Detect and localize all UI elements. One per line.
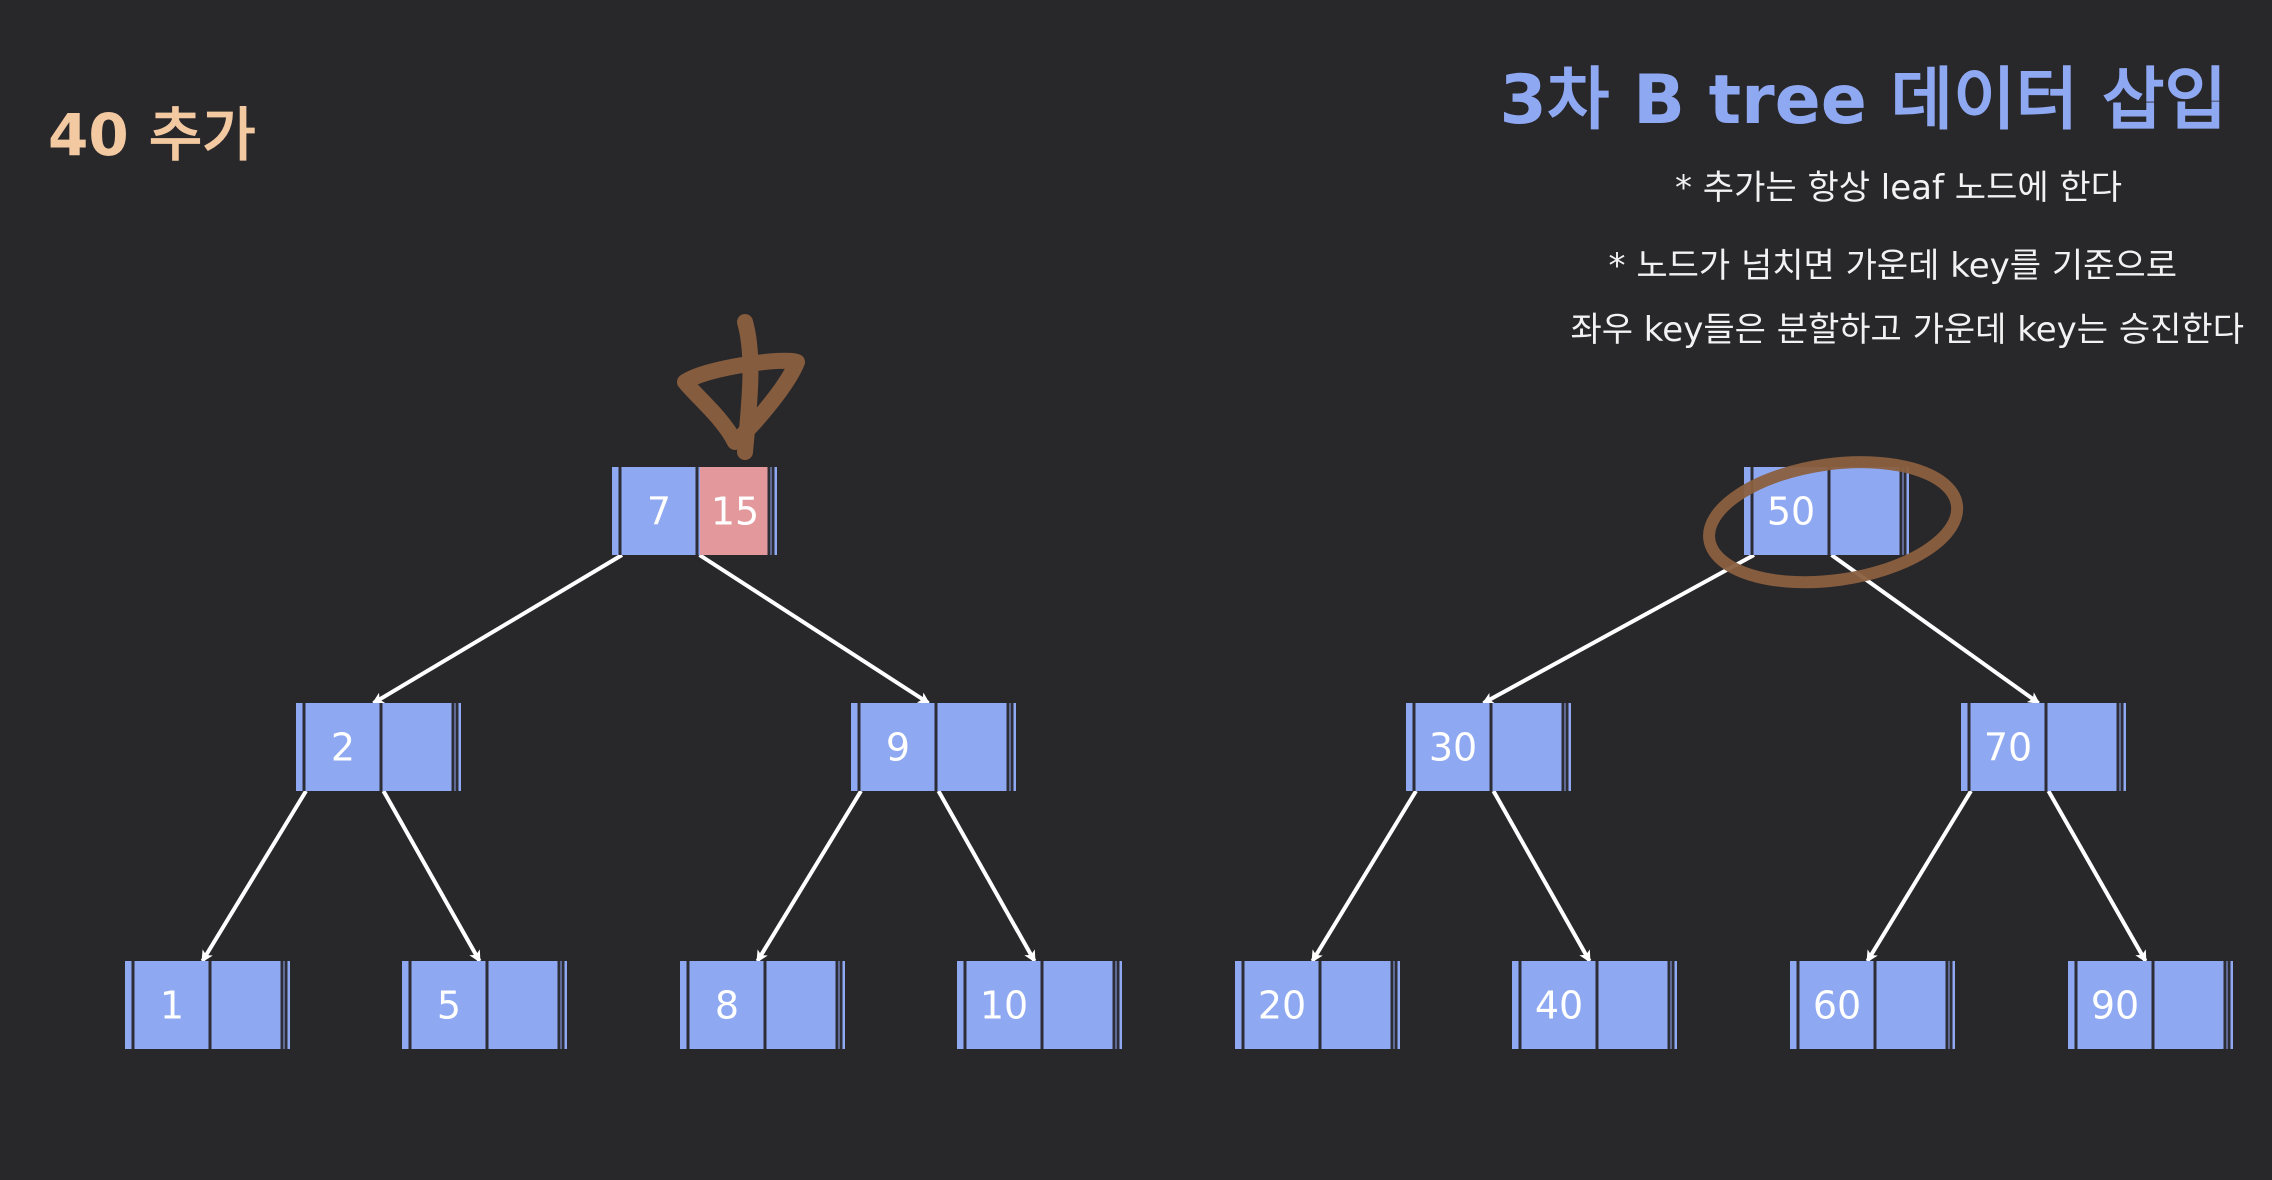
- node-key-cell: [969, 961, 1039, 1049]
- tree-node: 8: [680, 961, 845, 1049]
- page-title: 3차 B tree 데이터 삽입: [1499, 61, 2227, 140]
- node-key-cell: [1323, 961, 1393, 1049]
- circle-annotation: [1703, 456, 1964, 589]
- tree-edge: [698, 553, 931, 705]
- tree-edge: [936, 790, 1037, 963]
- node-key-label: 5: [437, 984, 461, 1028]
- node-key-label: 8: [715, 984, 739, 1028]
- node-key-label: 2: [331, 726, 355, 770]
- node-key-cell: [1524, 961, 1594, 1049]
- tree-node: 70: [1961, 703, 2126, 791]
- tree-node: 90: [2068, 961, 2233, 1049]
- node-key-cell: [308, 703, 378, 791]
- node-key-cell: [1494, 703, 1564, 791]
- node-key-cell: [2049, 703, 2119, 791]
- tree-node: 2: [296, 703, 461, 791]
- node-key-cell: [939, 703, 1009, 791]
- tree-edge: [1481, 553, 1755, 705]
- node-key-cell: [1832, 467, 1902, 555]
- rule-leaf-insert: * 추가는 항상 leaf 노드에 한다: [1674, 168, 2122, 208]
- tree-node: 9: [851, 703, 1016, 791]
- node-key-cell: [1802, 961, 1872, 1049]
- tree-edge: [371, 553, 624, 705]
- node-key-cell: [490, 961, 560, 1049]
- node-key-cell: [692, 961, 762, 1049]
- node-key-label: 20: [1258, 984, 1306, 1028]
- node-key-cell: [137, 961, 207, 1049]
- node-key-cell: [414, 961, 484, 1049]
- node-key-cell: [1878, 961, 1948, 1049]
- tree-edge: [1865, 789, 1973, 963]
- tree-edge: [755, 789, 863, 963]
- tree-node: 5: [402, 961, 567, 1049]
- node-key-cell: [1418, 703, 1488, 791]
- tree-node: 50: [1744, 467, 1909, 555]
- node-key-label: 30: [1429, 726, 1477, 770]
- tree-edge: [1310, 789, 1418, 963]
- annotation-layer: [677, 314, 1964, 589]
- tree-node: 7 15: [612, 467, 777, 555]
- scribble-annotation: [677, 314, 805, 460]
- node-key-label: 70: [1984, 726, 2032, 770]
- node-key-label: 90: [2091, 984, 2139, 1028]
- node-key-cell: [1973, 703, 2043, 791]
- edges-layer: [200, 553, 2148, 963]
- rule-split-line-2: 좌우 key들은 분할하고 가운데 key는 승진한다: [1570, 310, 2244, 350]
- tree-edge: [2046, 790, 2148, 963]
- node-key-cell: [213, 961, 283, 1049]
- node-key-cell: [768, 961, 838, 1049]
- step-label: 40 추가: [48, 101, 256, 169]
- node-key-cell: [2156, 961, 2226, 1049]
- tree-node: 20: [1235, 961, 1400, 1049]
- node-key-cell: [2080, 961, 2150, 1049]
- node-key-cell: [700, 467, 770, 555]
- tree-node: 30: [1406, 703, 1571, 791]
- tree-node: 1: [125, 961, 290, 1049]
- node-key-label: 7: [647, 490, 671, 534]
- tree-edge: [200, 789, 308, 963]
- tree-edge: [381, 790, 482, 963]
- node-key-cell: [1600, 961, 1670, 1049]
- node-key-label: 1: [160, 984, 184, 1028]
- node-key-cell: [1247, 961, 1317, 1049]
- node-key-label: 40: [1535, 984, 1583, 1028]
- node-key-label: 9: [886, 726, 910, 770]
- node-key-cell: [1045, 961, 1115, 1049]
- tree-node: 40: [1512, 961, 1677, 1049]
- tree-node: 10: [957, 961, 1122, 1049]
- node-key-label: 10: [980, 984, 1028, 1028]
- tree-edge: [1491, 790, 1592, 963]
- node-key-cell: [624, 467, 694, 555]
- node-key-label: 60: [1813, 984, 1861, 1028]
- tree-node: 60: [1790, 961, 1955, 1049]
- rule-split-line-1: * 노드가 넘치면 가운데 key를 기준으로: [1608, 246, 2177, 286]
- node-key-cell: [863, 703, 933, 791]
- node-key-cell: [384, 703, 454, 791]
- node-key-label: 50: [1767, 490, 1815, 534]
- node-key-label: 15: [711, 490, 759, 534]
